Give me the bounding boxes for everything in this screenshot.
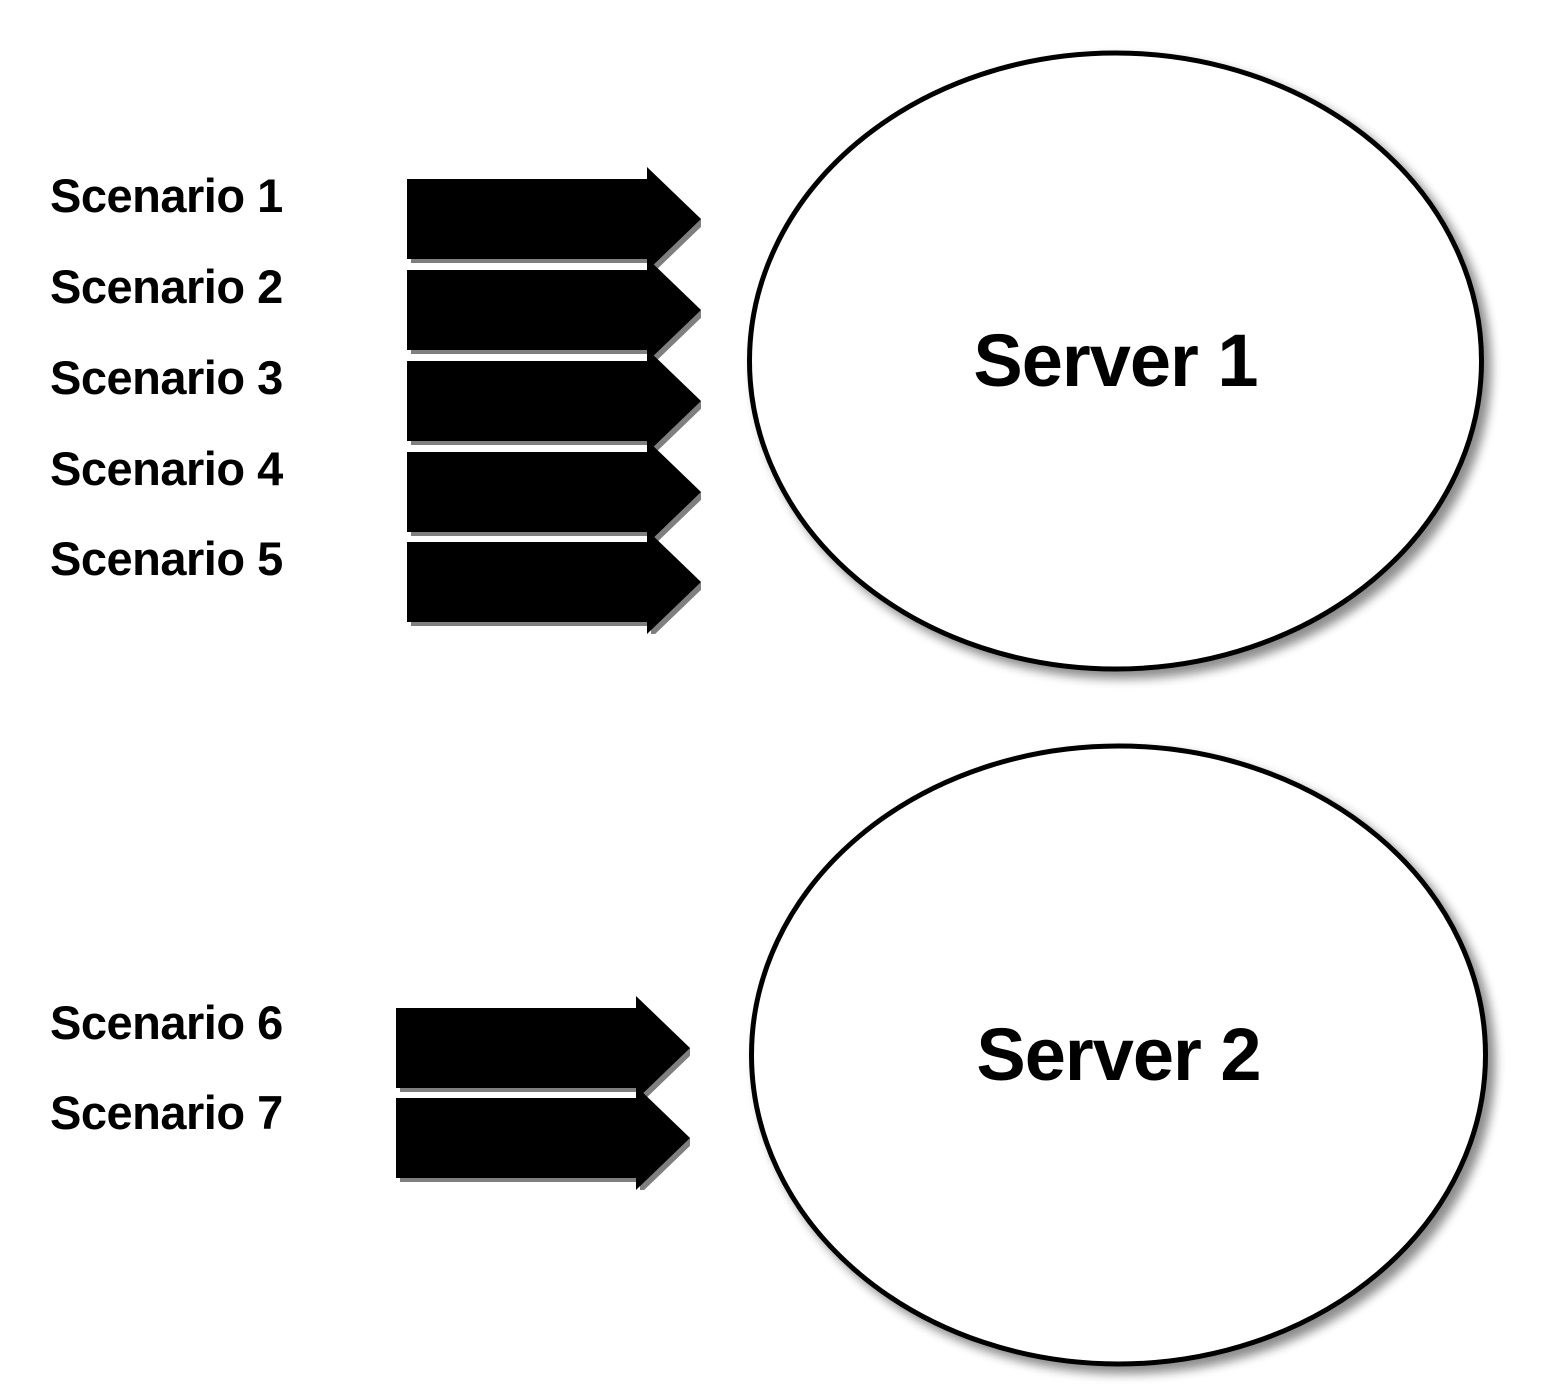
scenario-label-2: Scenario 2 [50,260,283,313]
server-node-1[interactable]: Server 1 [746,50,1485,672]
block-arrow-right-4 [401,440,701,544]
block-arrow-right-6 [390,996,690,1100]
scenario-label-3: Scenario 3 [50,351,283,404]
scenario-label-7: Scenario 7 [50,1086,283,1139]
block-arrow-right-2 [401,258,701,362]
scenario-label-5: Scenario 5 [50,532,283,585]
block-arrow-right-1 [401,167,701,271]
block-arrow-right-5 [401,530,701,634]
scenario-label-4: Scenario 4 [50,442,283,495]
scenario-label-1: Scenario 1 [50,169,283,222]
block-arrow-right-7 [390,1086,690,1190]
server-node-2[interactable]: Server 2 [748,743,1489,1367]
scenario-label-6: Scenario 6 [50,996,283,1049]
block-arrow-right-3 [401,349,701,453]
